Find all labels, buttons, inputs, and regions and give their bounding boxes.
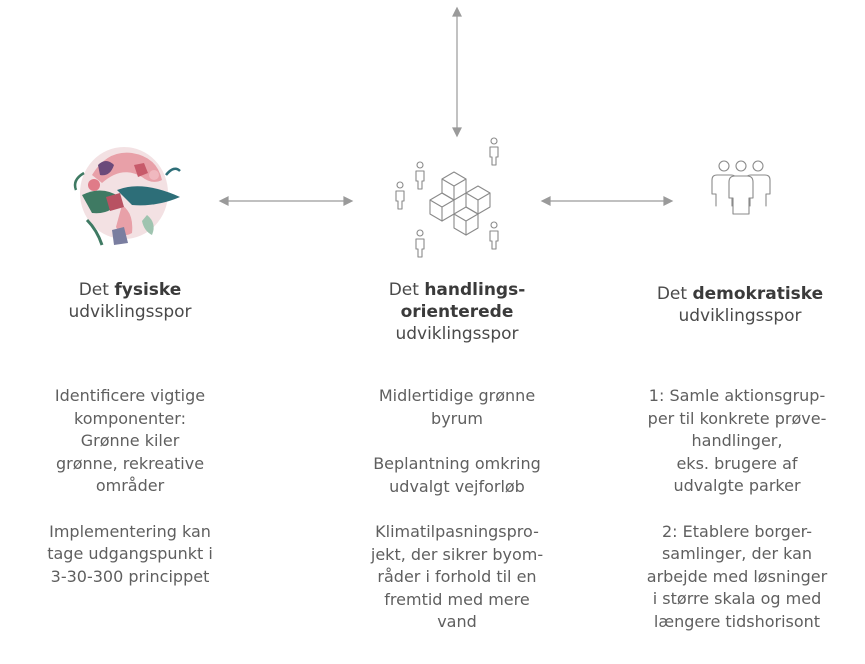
text-line: Beplantning omkring <box>373 454 541 473</box>
text-line: fremtid med mere <box>384 589 530 609</box>
physical-paragraph-2: Implementering kan tage udgangspunkt i 3… <box>10 521 250 589</box>
physical-title-suffix: udviklingsspor <box>68 302 192 322</box>
physical-paragraph-1: Identificere vigtige komponenter: Grønne… <box>10 385 250 498</box>
action-column: Det handlings- orienterede udviklingsspo… <box>342 279 572 345</box>
right-arrow-head-right <box>663 196 674 206</box>
text-line: 2: Etablere borger- <box>661 521 812 541</box>
text-line: udvalgte parker <box>673 476 801 495</box>
left-arrow-head-left <box>218 196 229 206</box>
text-line: områder <box>95 476 165 495</box>
text-line: samlinger, der kan <box>661 544 813 563</box>
action-paragraph-1: Midlertidige grønne byrum <box>337 385 577 430</box>
three-people-icon <box>711 160 771 215</box>
text-line: Grønne kiler <box>80 431 180 450</box>
action-title-bold-1: handlings- <box>424 280 526 300</box>
text-line: komponenter: <box>74 408 186 428</box>
text-line: udvalgt vejforløb <box>389 476 525 496</box>
physical-title: Det fysiske udviklingsspor <box>20 279 240 323</box>
action-text: Midlertidige grønne byrum Beplantning om… <box>337 385 577 634</box>
democratic-column: Det demokratiske udviklingsspor <box>625 283 855 327</box>
democratic-text: 1: Samle aktionsgrup- per til konkrete p… <box>612 385 862 633</box>
text-line: råder i forhold til en <box>377 567 537 586</box>
text-line: tage udgangspunkt i <box>47 544 213 563</box>
action-title: Det handlings- orienterede udviklingsspo… <box>342 279 572 345</box>
action-title-prefix: Det <box>388 280 419 300</box>
text-line: arbejde med løsninger <box>646 566 828 586</box>
democratic-paragraph-2: 2: Etablere borger- samlinger, der kan a… <box>612 521 862 634</box>
text-line: vand <box>437 612 477 631</box>
left-arrow-head-right <box>343 196 354 206</box>
text-line: byrum <box>431 408 483 428</box>
text-line: handlinger, <box>691 431 783 450</box>
democratic-title-bold: demokratiske <box>692 284 824 304</box>
text-line: Identificere vigtige <box>54 386 206 405</box>
action-title-bold-2: orienterede <box>400 302 514 322</box>
text-line: 1: Samle aktionsgrup- <box>648 386 826 405</box>
text-line: længere tidshorisont <box>653 611 821 631</box>
text-line: jekt, der sikrer byom- <box>370 544 544 564</box>
action-paragraph-2: Beplantning omkring udvalgt vejforløb <box>337 453 577 498</box>
text-line: Midlertidige grønne <box>378 386 536 405</box>
physical-title-bold: fysiske <box>114 280 182 300</box>
vertical-arrow-head-top <box>452 6 462 17</box>
cubes-with-people-icon <box>395 137 499 258</box>
physical-column: Det fysiske udviklingsspor <box>20 279 240 323</box>
text-line: Implementering kan <box>49 521 211 541</box>
green-map-collage-icon <box>73 147 181 246</box>
physical-text: Identificere vigtige komponenter: Grønne… <box>10 385 250 611</box>
text-line: eks. brugere af <box>676 453 798 473</box>
democratic-title-suffix: udviklingsspor <box>678 306 802 326</box>
text-line: Klimatilpasningspro- <box>375 522 539 541</box>
text-line: 3-30-300 princippet <box>50 566 210 586</box>
action-paragraph-3: Klimatilpasningspro- jekt, der sikrer by… <box>337 521 577 634</box>
physical-title-prefix: Det <box>78 280 109 300</box>
democratic-paragraph-1: 1: Samle aktionsgrup- per til konkrete p… <box>612 385 862 498</box>
text-line: per til konkrete prøve- <box>647 408 827 428</box>
democratic-title: Det demokratiske udviklingsspor <box>625 283 855 327</box>
right-arrow-head-left <box>540 196 551 206</box>
text-line: grønne, rekreative <box>55 453 205 473</box>
text-line: i større skala og med <box>652 589 822 608</box>
democratic-title-prefix: Det <box>656 284 688 304</box>
action-title-suffix: udviklingsspor <box>395 324 519 344</box>
